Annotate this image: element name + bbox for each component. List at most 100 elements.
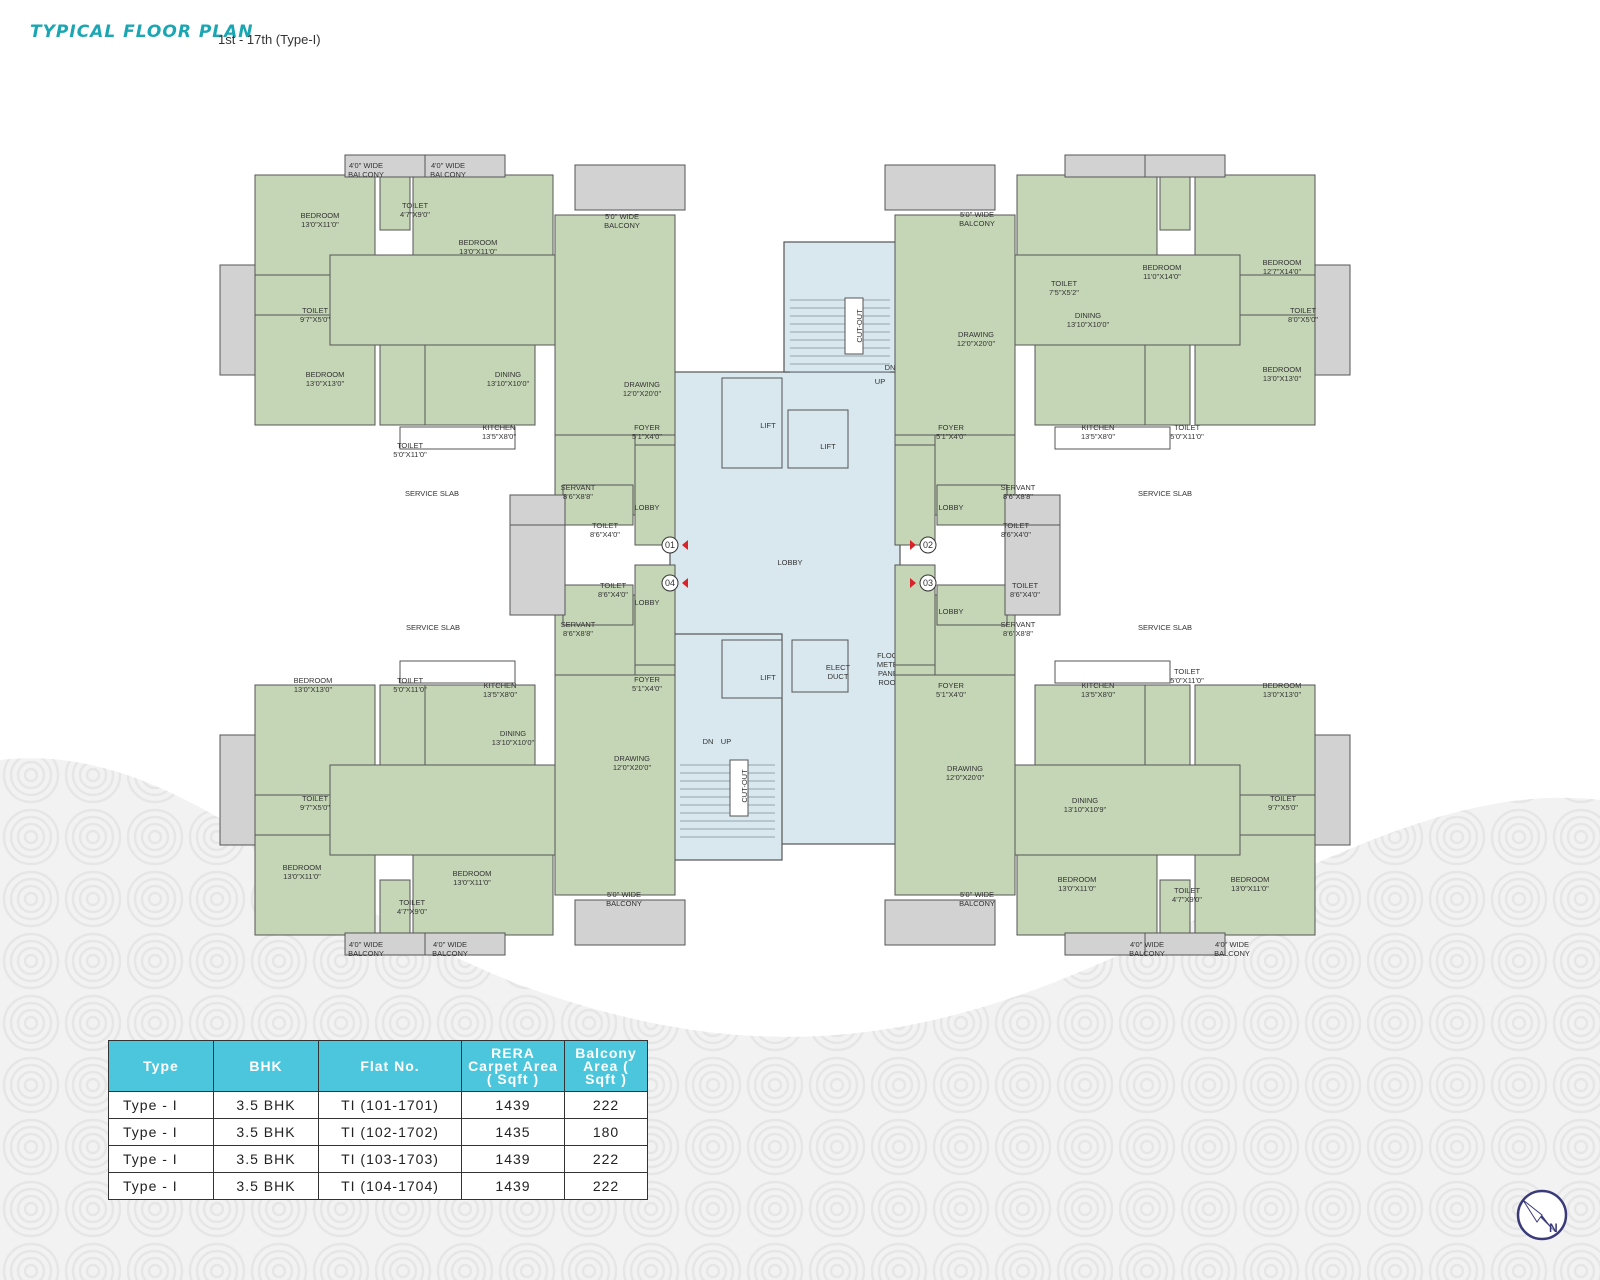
balcony-a xyxy=(1144,154,1226,178)
balcony-d xyxy=(1314,734,1351,846)
unit-lobby xyxy=(894,444,936,546)
entry-arrow-icon xyxy=(910,540,916,550)
room-label: LOBBY xyxy=(634,598,659,607)
cell-type: Type - I xyxy=(108,1172,214,1200)
drawing xyxy=(894,674,1016,896)
balcony-b xyxy=(1064,932,1146,956)
cell-flat: TI (104-1704) xyxy=(318,1172,462,1200)
lift-1 xyxy=(721,377,783,469)
cutout-box xyxy=(844,297,864,355)
cell-type: Type - I xyxy=(108,1091,214,1119)
col-balcony-header: Balcony Area ( Sqft ) xyxy=(564,1040,648,1092)
page-subtitle: 1st - 17th (Type-I) xyxy=(218,32,321,47)
unit-number: 04 xyxy=(665,578,675,588)
dining xyxy=(329,764,556,856)
balcony-c xyxy=(574,899,686,946)
cutout-label: CUT-OUT xyxy=(855,309,864,343)
room-label: LOBBY xyxy=(938,503,963,512)
lift-label: LIFT xyxy=(820,442,836,451)
cutout-label: CUT-OUT xyxy=(740,769,749,803)
service-slab xyxy=(399,426,516,450)
flat-02 xyxy=(884,154,1351,586)
unit-lobby xyxy=(634,444,676,546)
cell-carpet: 1439 xyxy=(461,1145,565,1173)
dining xyxy=(1014,254,1241,346)
stair-top xyxy=(783,241,897,373)
north-compass-icon: N xyxy=(1516,1189,1568,1241)
kitchen xyxy=(424,344,536,426)
stair-dn-label: DN xyxy=(885,363,896,372)
servant-toilet xyxy=(562,484,634,526)
balcony-d xyxy=(219,264,256,376)
table-row: Type - I 3.5 BHK TI (102-1702) 1435 180 xyxy=(108,1118,648,1146)
balcony-e xyxy=(1004,524,1061,616)
entry-arrow-icon xyxy=(682,578,688,588)
toilet-2 xyxy=(1239,794,1316,836)
table-header-row: Type BHK Flat No. RERA Carpet Area ( Sqf… xyxy=(108,1040,648,1092)
drawing xyxy=(554,214,676,436)
service-slab-label: SERVICE SLAB xyxy=(1138,623,1192,632)
cell-flat: TI (103-1703) xyxy=(318,1145,462,1173)
table-row: Type - I 3.5 BHK TI (103-1703) 1439 222 xyxy=(108,1145,648,1173)
drawing xyxy=(894,214,1016,436)
cell-carpet: 1439 xyxy=(461,1172,565,1200)
cell-balcony: 180 xyxy=(564,1118,648,1146)
stair-up-label: UP xyxy=(875,377,885,386)
room-label: LOBBY xyxy=(938,607,963,616)
toilet-1 xyxy=(379,879,411,936)
col-flat-header: Flat No. xyxy=(318,1040,462,1092)
lift-3 xyxy=(721,639,783,699)
service-slab xyxy=(1054,660,1171,684)
balcony-c xyxy=(574,164,686,211)
lift-2 xyxy=(787,409,849,469)
stair-up-label: UP xyxy=(721,737,731,746)
compass-label: N xyxy=(1549,1221,1558,1235)
balcony-c xyxy=(884,164,996,211)
unit-number: 02 xyxy=(923,540,933,550)
table-row: Type - I 3.5 BHK TI (101-1701) 1439 222 xyxy=(108,1091,648,1119)
unit-badge xyxy=(661,536,679,554)
dining xyxy=(329,254,556,346)
toilet-2 xyxy=(1239,274,1316,316)
service-slab-label: SERVICE SLAB xyxy=(406,623,460,632)
drawing xyxy=(554,674,676,896)
unit-badge xyxy=(919,574,937,592)
entry-arrow-icon xyxy=(910,578,916,588)
unit-number: 03 xyxy=(923,578,933,588)
servant-toilet xyxy=(562,584,634,626)
